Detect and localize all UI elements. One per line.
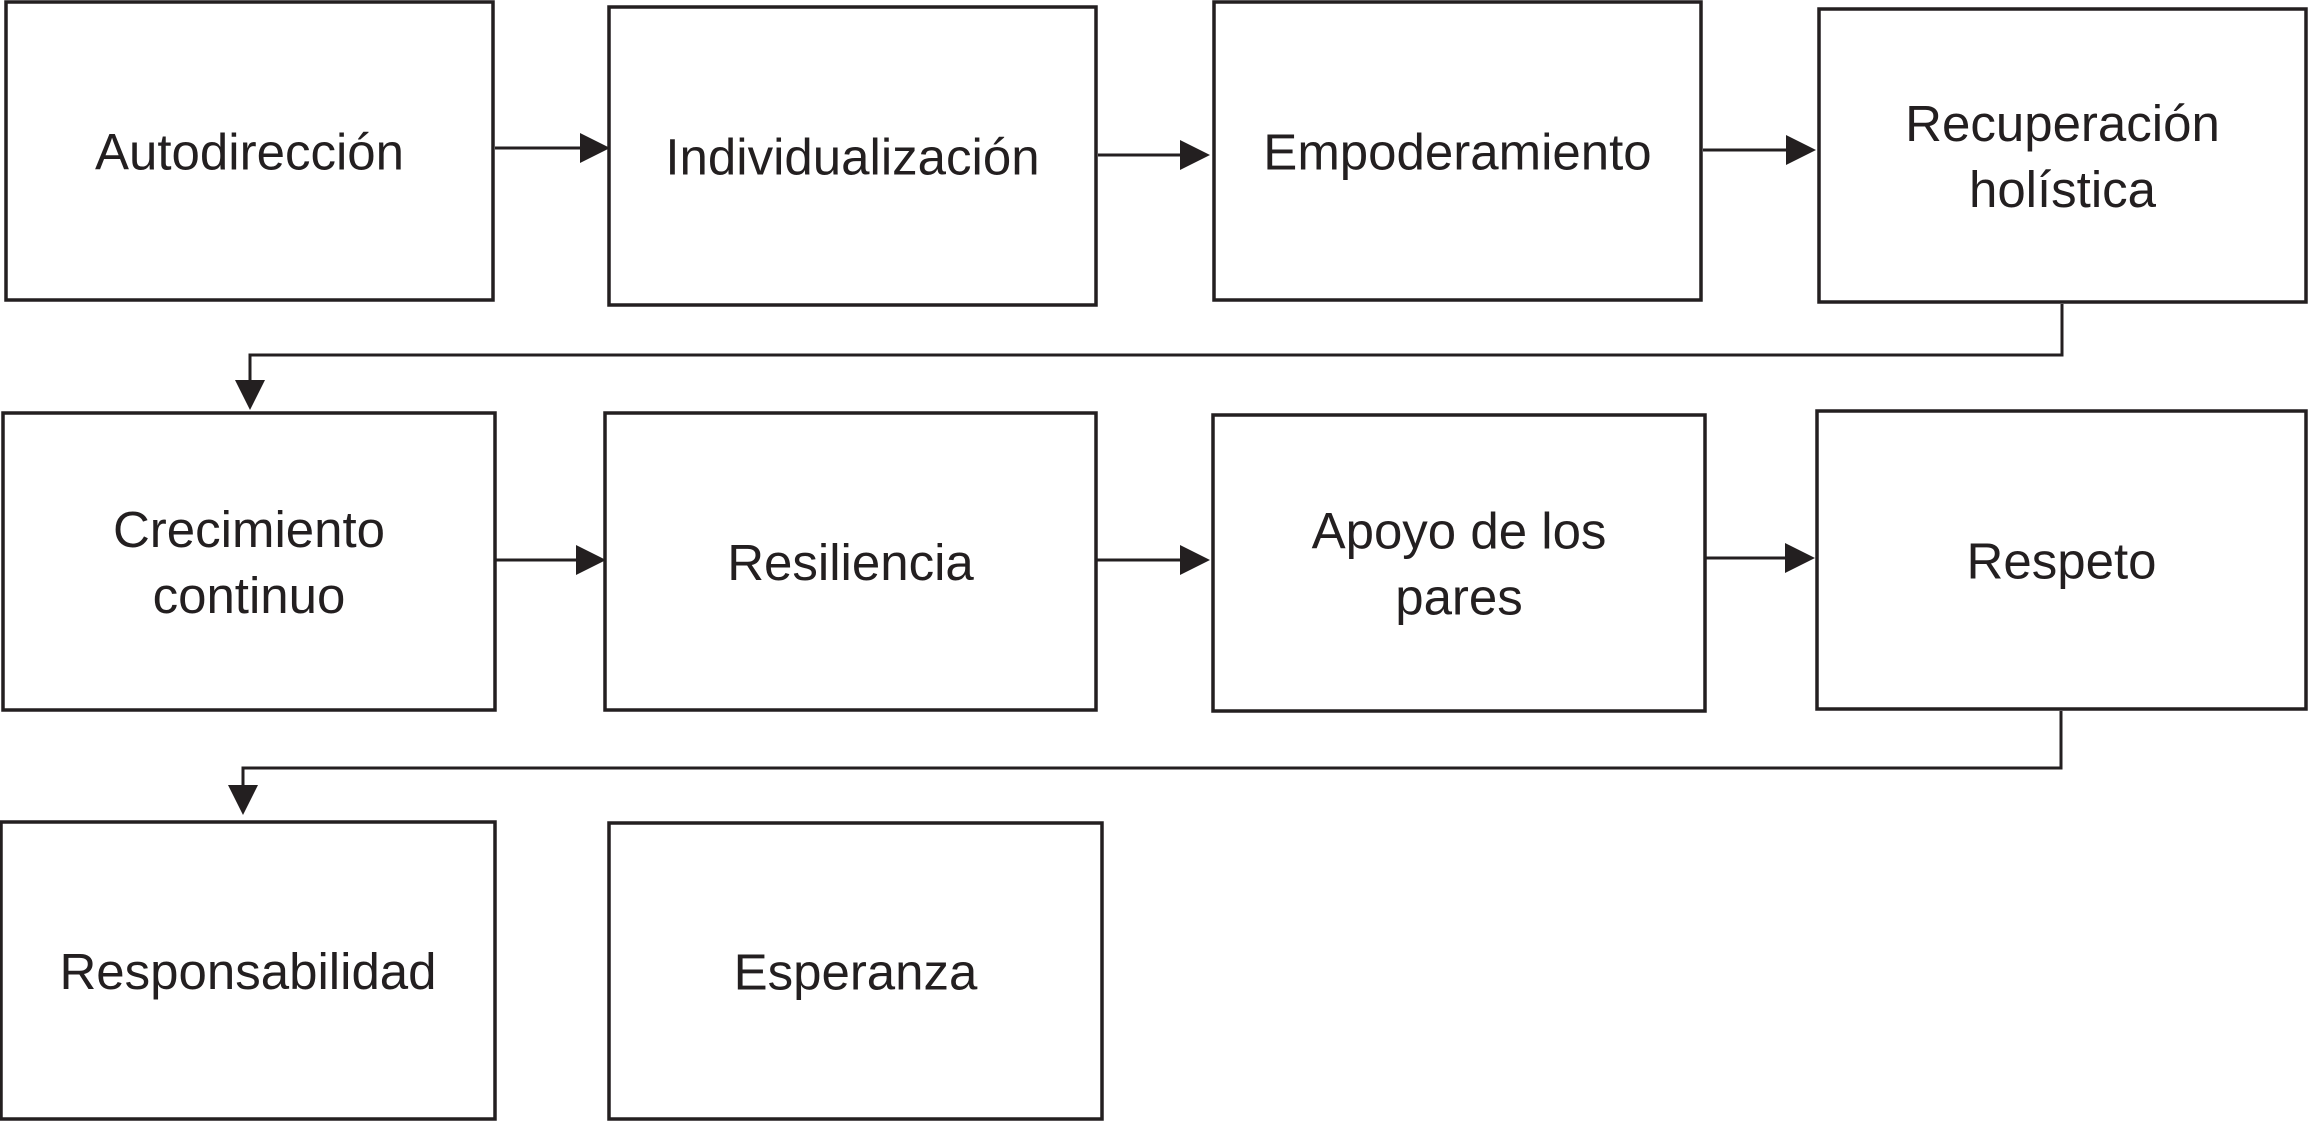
- node-esperanza: Esperanza: [607, 821, 1104, 1121]
- connector-respeto-to-responsabilidad: [228, 711, 2063, 815]
- node-box: [1817, 7, 2308, 304]
- node-box: [4, 0, 495, 302]
- connector-individualizacion-to-empoderamiento: [1098, 140, 1210, 170]
- arrowhead-icon: [235, 380, 265, 410]
- arrowhead-icon: [1180, 140, 1210, 170]
- node-crecimiento-continuo: Crecimiento continuo: [1, 411, 497, 712]
- node-autodireccion: Autodirección: [4, 0, 495, 302]
- node-label: Respeto: [1967, 532, 2157, 589]
- arrowhead-icon: [228, 785, 258, 815]
- node-label: Empoderamiento: [1263, 123, 1651, 180]
- node-box: [607, 5, 1098, 307]
- arrowhead-icon: [1180, 545, 1210, 575]
- connector-empoderamiento-to-recuperacion-holistica: [1703, 135, 1816, 165]
- node-individualizacion: Individualización: [607, 5, 1098, 307]
- node-label: Autodirección: [95, 123, 404, 180]
- node-responsabilidad: Responsabilidad: [0, 820, 497, 1121]
- arrowhead-icon: [1786, 135, 1816, 165]
- node-label: Resiliencia: [727, 534, 974, 591]
- node-box: [1211, 413, 1707, 713]
- node-label: Esperanza: [734, 943, 978, 1000]
- node-label: Crecimiento: [113, 501, 385, 558]
- node-box: [607, 821, 1104, 1121]
- node-label: Responsabilidad: [59, 943, 436, 1000]
- connector-crecimiento-continuo-to-resiliencia: [491, 545, 606, 575]
- node-resiliencia: Resiliencia: [603, 411, 1098, 712]
- connectors: [228, 133, 2064, 815]
- node-label: pares: [1395, 568, 1523, 625]
- arrowhead-icon: [576, 545, 606, 575]
- node-box: [1212, 0, 1703, 302]
- node-box: [1815, 409, 2308, 711]
- connector-line: [248, 304, 2064, 380]
- node-label: Apoyo de los: [1312, 502, 1607, 559]
- node-label: Recuperación: [1905, 95, 2220, 152]
- arrowhead-icon: [1785, 543, 1815, 573]
- node-empoderamiento: Empoderamiento: [1212, 0, 1703, 302]
- node-box: [1, 411, 497, 712]
- node-label: continuo: [153, 567, 346, 624]
- node-label: holística: [1969, 161, 2157, 218]
- connector-apoyo-de-los-pares-to-respeto: [1705, 543, 1815, 573]
- node-apoyo-de-los-pares: Apoyo de los pares: [1211, 413, 1707, 713]
- node-box: [0, 820, 497, 1121]
- connector-recuperacion-holistica-to-crecimiento-continuo: [235, 304, 2064, 410]
- connector-autodireccion-to-individualizacion: [495, 133, 610, 163]
- node-label: Individualización: [665, 128, 1039, 185]
- node-respeto: Respeto: [1815, 409, 2308, 711]
- connector-resiliencia-to-apoyo-de-los-pares: [1093, 545, 1210, 575]
- node-box: [603, 411, 1098, 712]
- node-recuperacion-holistica: Recuperación holística: [1817, 7, 2308, 304]
- arrowhead-icon: [580, 133, 610, 163]
- connector-line: [241, 711, 2063, 785]
